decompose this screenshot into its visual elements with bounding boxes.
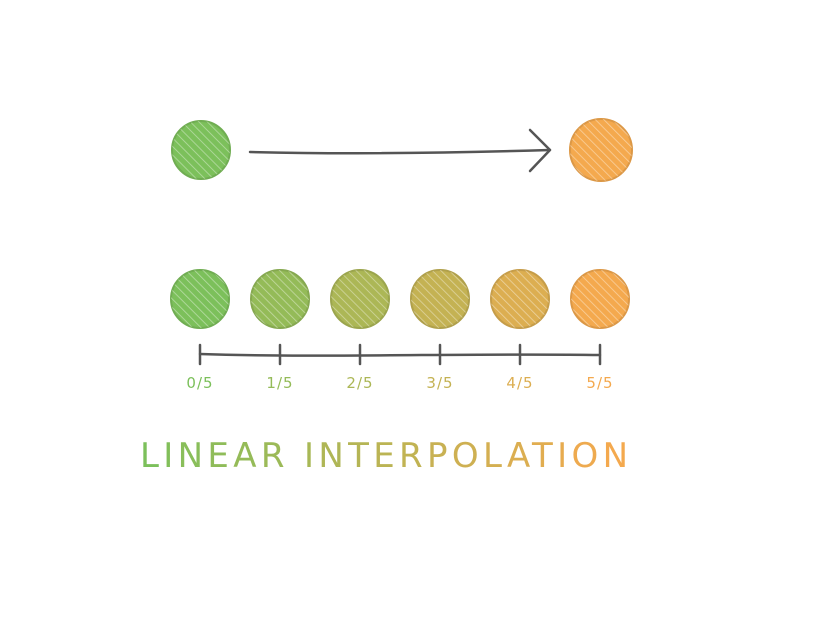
step-label: 2/5 (346, 374, 373, 392)
step-circle (410, 269, 470, 329)
step-labels: 0/5 1/5 2/5 3/5 4/5 5/5 (186, 374, 613, 392)
diagram-title: LINEAR INTERPOLATION (140, 436, 635, 476)
end-color-circle (569, 118, 633, 182)
start-color-circle (171, 120, 231, 180)
step-label: 0/5 (186, 374, 213, 392)
right-arrow-icon (248, 128, 552, 173)
step-circle (570, 269, 630, 329)
step-circle (330, 269, 390, 329)
step-label: 4/5 (506, 374, 533, 392)
timeline-axis (198, 343, 602, 366)
step-circle (490, 269, 550, 329)
step-circle (170, 269, 230, 329)
step-label: 5/5 (586, 374, 613, 392)
top-row (171, 118, 633, 182)
step-label: 1/5 (266, 374, 293, 392)
step-circle (250, 269, 310, 329)
interpolation-steps-row (170, 269, 630, 329)
step-label: 3/5 (426, 374, 453, 392)
